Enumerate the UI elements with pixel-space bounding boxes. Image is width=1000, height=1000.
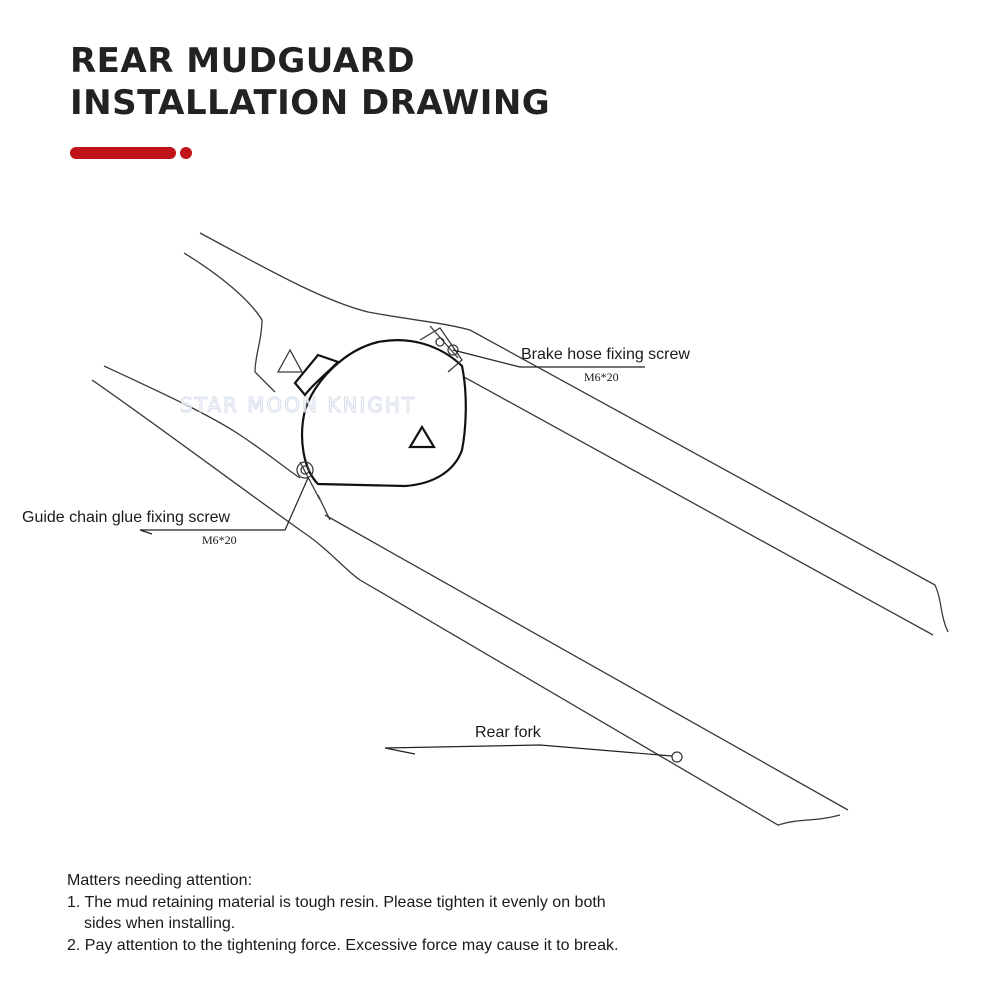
accent-dot [180,147,192,159]
upper-stay-inner [454,371,934,636]
mudguard-tab [293,353,341,397]
accent-bar [70,147,176,159]
rear-fork-outline-bottom [91,379,841,826]
note-item-2: 2. Pay attention to the tightening force… [67,936,619,954]
rear-fork-inner [324,514,849,811]
upper-stay-outline-bottom [183,252,276,393]
attention-notes: Matters needing attention: 1. The mud re… [67,870,787,956]
guide-chain-leader [139,477,309,535]
mudguard-body [300,339,467,488]
title-line-1: REAR MUDGUARD [70,41,416,81]
rear-fork-leader [384,744,673,757]
brake-hose-tab [419,327,463,373]
note-item-1-line-1: 1. The mud retaining material is tough r… [67,893,606,911]
notes-heading: Matters needing attention: [67,872,253,889]
guide-chain-label: Guide chain glue fixing screw [22,509,231,526]
brake-hose-spec: M6*20 [584,370,619,384]
rear-fork-outline-top [103,365,301,479]
brake-hose-screw-icon [435,337,445,347]
brake-hose-label: Brake hose fixing screw [521,346,690,363]
mudguard-triangle-marker [408,424,436,449]
upper-stay-outline-top [199,232,949,633]
rear-fork-point-icon [671,751,683,763]
page-title: REAR MUDGUARD INSTALLATION DRAWING [70,40,550,124]
note-item-1-line-2: sides when installing. [84,915,236,932]
watermark-text: STAR MOON KNIGHT [180,393,416,417]
guide-chain-screw-icon [296,461,314,479]
rear-fork-label: Rear fork [475,724,542,741]
brake-hose-leader [452,349,645,368]
brake-hose-screw-head-icon [447,344,459,356]
frame-triangle-marker [276,348,304,373]
guide-chain-spec: M6*20 [202,533,237,547]
title-line-2: INSTALLATION DRAWING [70,83,551,123]
